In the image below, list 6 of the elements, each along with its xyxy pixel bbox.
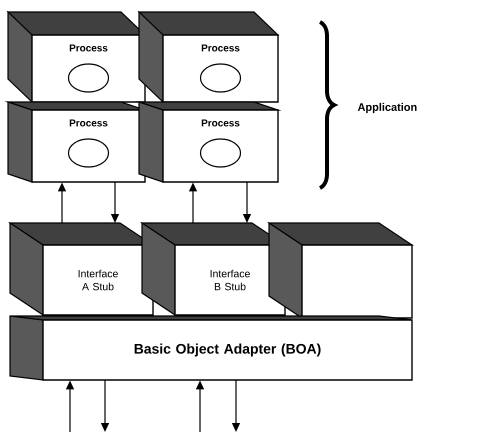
- ellipse: [68, 138, 110, 168]
- ellipse: [68, 63, 110, 93]
- ellipse: [200, 63, 242, 93]
- brace-label: Application: [358, 102, 417, 114]
- ellipse: [200, 138, 242, 168]
- adapter-box: Basic Object Adapter (BOA): [9, 315, 413, 381]
